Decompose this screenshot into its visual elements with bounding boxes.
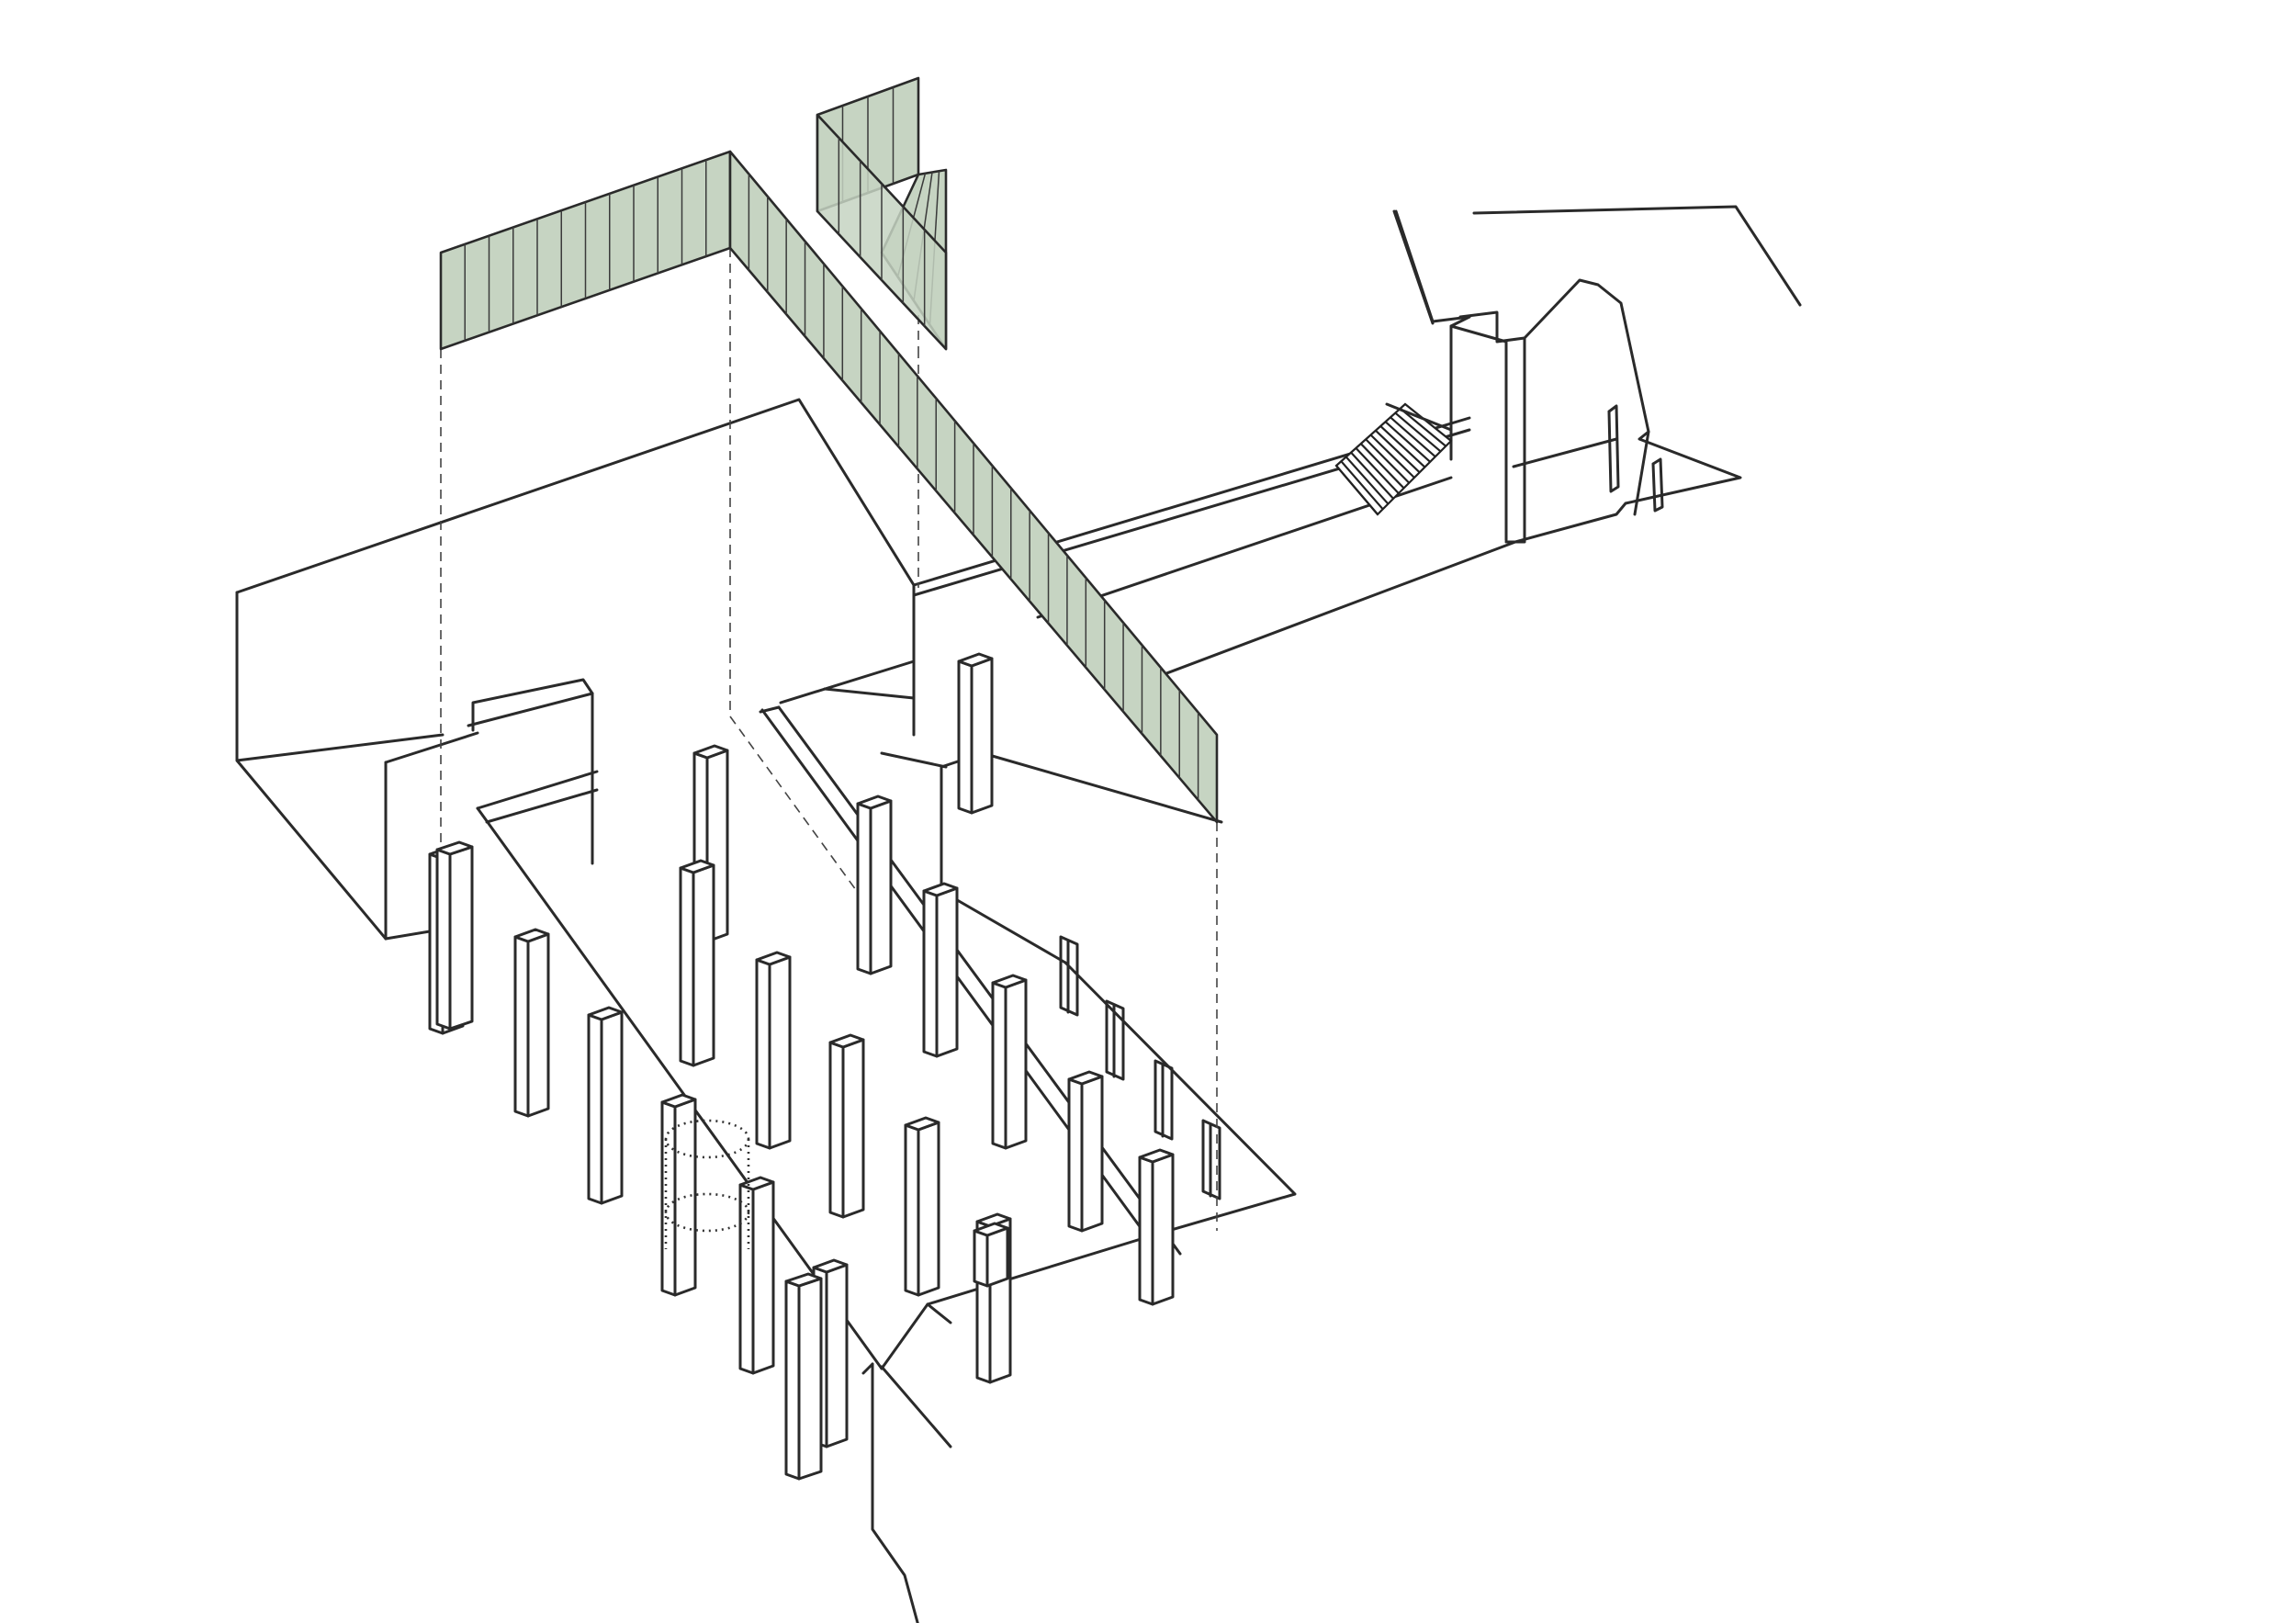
- column: [1067, 1070, 1104, 1233]
- stair-tread: [1390, 416, 1436, 457]
- stair-tread: [1340, 460, 1384, 511]
- screen-panel-diagonal: [728, 150, 1219, 824]
- column: [856, 795, 893, 975]
- stair-tread: [1394, 411, 1442, 453]
- column: [435, 840, 474, 1031]
- stair-tread: [1365, 438, 1411, 484]
- column: [679, 859, 715, 1067]
- column: [738, 1176, 775, 1375]
- screen-panel-top-fold: [816, 113, 948, 351]
- stair-tread: [1399, 407, 1446, 447]
- column: [922, 882, 959, 1058]
- stair-tread: [1350, 451, 1394, 500]
- screen-panel-front: [439, 150, 732, 351]
- projection-line: [729, 716, 864, 901]
- hall-columns: [428, 652, 1175, 1481]
- column: [1138, 1148, 1175, 1306]
- column: [828, 1033, 865, 1219]
- rear-wing: [1392, 205, 1802, 544]
- column: [587, 1006, 624, 1205]
- stair-tread: [1379, 425, 1426, 468]
- stair-tread: [1359, 443, 1405, 490]
- wall-niches: [1059, 935, 1221, 1200]
- column: [904, 1116, 940, 1297]
- column: [973, 1222, 1009, 1288]
- staircase: [1334, 402, 1453, 516]
- wall-niche: [1105, 999, 1125, 1081]
- column: [784, 1272, 823, 1481]
- stair-tread: [1355, 447, 1400, 494]
- stair-tread: [1345, 456, 1390, 505]
- upper-podium: [235, 398, 916, 941]
- column: [957, 652, 994, 815]
- dotted-cylinder: [664, 1119, 750, 1249]
- column: [755, 951, 792, 1150]
- wall-niche: [1059, 935, 1079, 1017]
- column: [513, 928, 550, 1118]
- stair-tread: [1369, 434, 1415, 479]
- wall-niche: [1201, 1119, 1221, 1200]
- column: [991, 974, 1028, 1150]
- stair-tread: [1375, 429, 1421, 474]
- stair-tread: [1335, 465, 1379, 515]
- stair-tread: [1384, 421, 1431, 463]
- green-screens: [439, 76, 1219, 824]
- wall-niche: [1154, 1059, 1174, 1141]
